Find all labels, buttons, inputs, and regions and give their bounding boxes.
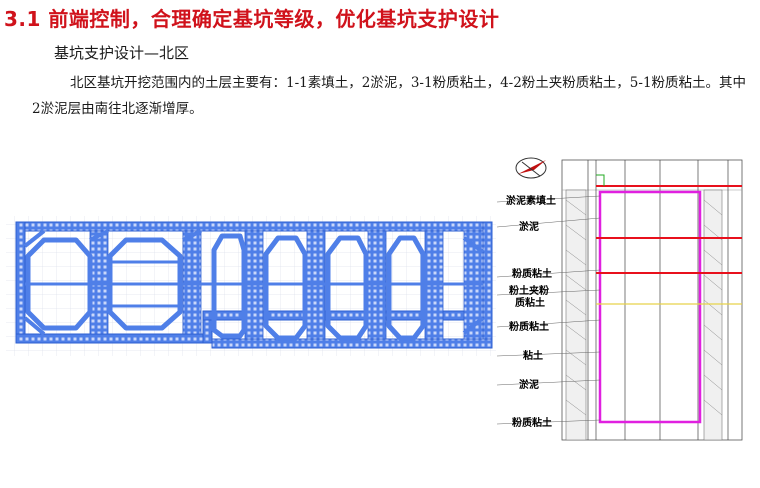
soil-label: 粉质粘土	[512, 416, 552, 429]
page-title: 3.1 前端控制，合理确定基坑等级，优化基坑支护设计	[4, 7, 500, 31]
north-arrow-logo	[515, 157, 547, 179]
soil-label: 质粘土	[515, 296, 545, 309]
soil-label: 淤泥	[519, 378, 539, 391]
soil-description: 北区基坑开挖范围内的土层主要有：1-1素填土，2淤泥，3-1粉质粘土，4-2粉土…	[32, 75, 747, 117]
pit-outline	[598, 190, 702, 424]
soil-layer-labels: 淤泥素填土 淤泥 粉质粘土 粉土夹粉 质粘土 粉质粘土 粘土 淤泥 粉质粘土	[506, 194, 556, 429]
soil-label: 淤泥素填土	[506, 194, 556, 207]
strut-levels	[596, 185, 742, 274]
soil-label: 粉质粘土	[512, 267, 552, 280]
corner-braces	[23, 229, 485, 336]
section-subtitle: 基坑支护设计—北区	[54, 44, 190, 62]
soil-label: 粘土	[523, 349, 543, 362]
tie-bars	[25, 260, 483, 308]
soil-label: 淤泥	[519, 220, 539, 233]
pile-lines	[587, 160, 729, 440]
retaining-walls	[565, 189, 723, 441]
section-frame	[561, 159, 743, 441]
leader-lines	[496, 195, 601, 425]
octagon-struts	[25, 233, 426, 341]
soil-label: 粉土夹粉	[509, 284, 549, 297]
soil-label: 粉质粘土	[509, 320, 549, 333]
